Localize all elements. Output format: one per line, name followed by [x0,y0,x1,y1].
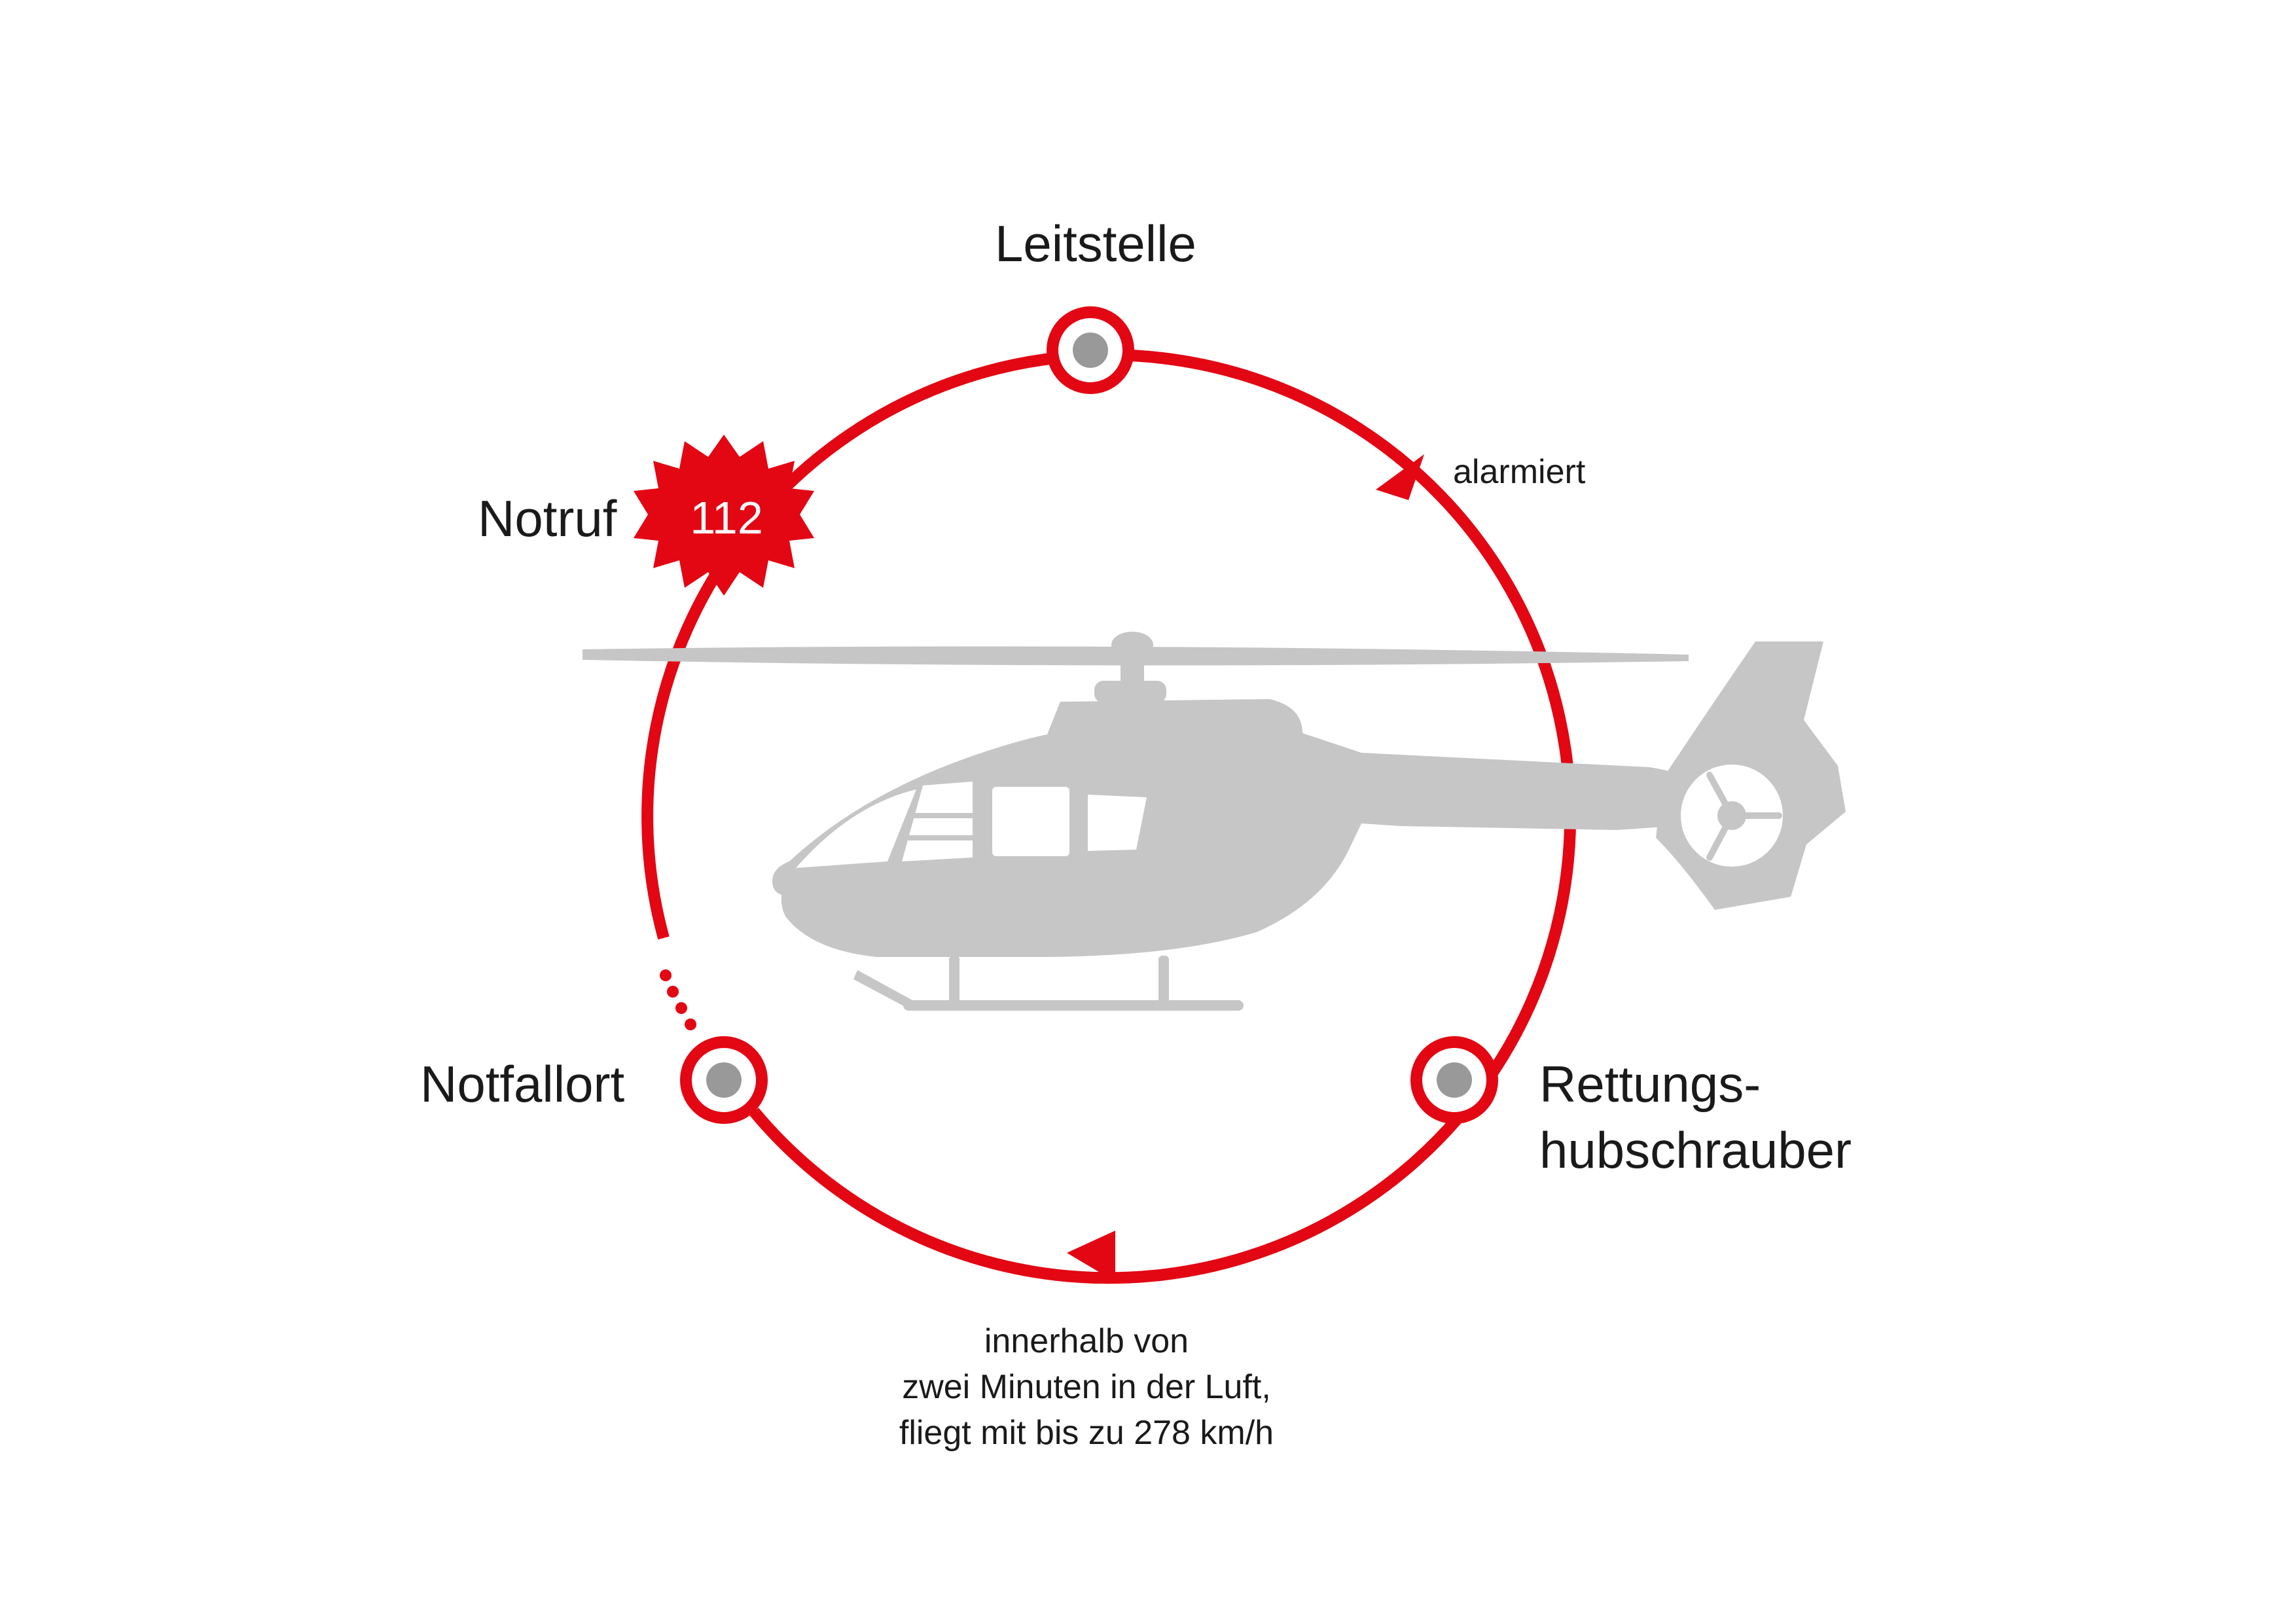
starburst-icon [634,435,814,596]
emergency-number: 112 [690,492,763,543]
label-notruf: Notruf [478,490,617,547]
ring-dotted-segment [660,969,696,1030]
label-notfallort: Notfallort [420,1055,625,1113]
label-flight-info: innerhalb von zwei Minuten in der Luft, … [877,1318,1296,1456]
arrow-alarmiert-icon [1376,454,1424,500]
helicopter-icon [583,632,1846,1011]
cockpit-frame [903,813,973,840]
label-rettung-line1: Rettungs- [1539,1055,1761,1113]
label-flight-line2: zwei Minuten in der Luft, [902,1368,1271,1407]
label-leitstelle: Leitstelle [995,215,1196,272]
label-rettungshubschrauber: Rettungs- hubschrauber [1539,1051,1852,1184]
helicopter-windows [796,782,1147,868]
node-rettungshubschrauber [1410,1036,1498,1124]
node-leitstelle [1047,306,1134,394]
label-alarmiert: alarmiert [1453,453,1586,491]
node-notfallort [680,1036,768,1124]
tail-rotor-icon [1681,765,1783,867]
label-flight-line3: fliegt mit bis zu 278 km/h [899,1414,1274,1453]
label-flight-line1: innerhalb von [984,1322,1189,1360]
arrow-flight-icon [1067,1231,1115,1282]
label-rettung-line2: hubschrauber [1539,1121,1852,1180]
